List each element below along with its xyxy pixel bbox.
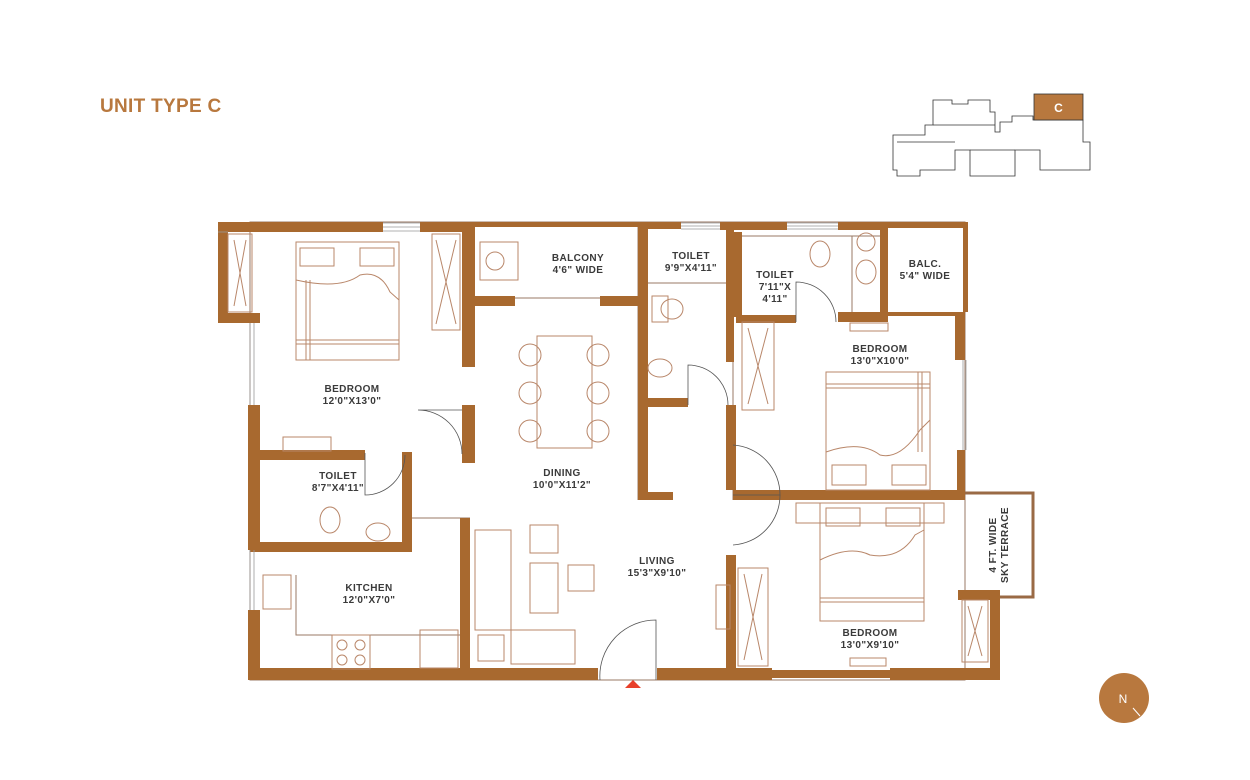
bedroom2-name: BEDROOM [852, 344, 907, 355]
key-plan-unit-label: C [1054, 101, 1063, 115]
toilet-right-size1: 7'11"X [759, 282, 791, 293]
bedroom3-name: BEDROOM [842, 628, 897, 639]
living-name: LIVING [639, 556, 675, 567]
sky-terrace-outline [965, 491, 1035, 599]
toilet-left-name: TOILET [319, 471, 357, 482]
compass-circle [1099, 673, 1149, 723]
bedroom1-size: 12'0"X13'0" [323, 396, 382, 407]
sky-terrace-label: 4 FT. WIDE SKY TERRACE [988, 507, 1011, 583]
doors [364, 281, 837, 681]
balcony2-name: BALC. [909, 259, 942, 270]
living-size: 15'3"X9'10" [628, 568, 687, 579]
sky-terrace-line1: 4 FT. WIDE [988, 517, 999, 572]
kitchen-size: 12'0"X7'0" [343, 595, 396, 606]
north-label: N [1119, 692, 1128, 706]
toilet-right-name: TOILET [756, 270, 794, 281]
toilet-left-size: 8'7"X4'11" [312, 483, 364, 494]
windows [218, 222, 967, 610]
dining-name: DINING [543, 468, 580, 479]
toilet-right-size2: 4'11" [762, 294, 787, 305]
unit-type-title: UNIT TYPE C [100, 96, 222, 117]
sky-terrace-line2: SKY TERRACE [1000, 507, 1011, 583]
room-labels: BEDROOM 12'0"X13'0" BALCONY 4'6" WIDE TO… [312, 251, 1011, 651]
furniture [227, 232, 989, 670]
balcony1-name: BALCONY [552, 253, 604, 264]
key-plan [892, 99, 1091, 177]
walls [218, 222, 1000, 680]
bedroom1-name: BEDROOM [324, 384, 379, 395]
key-plan-unit-c [1033, 93, 1084, 121]
kitchen-name: KITCHEN [345, 583, 392, 594]
balcony2-size: 5'4" WIDE [900, 271, 951, 282]
compass-needle [1132, 707, 1141, 717]
dining-size: 10'0"X11'2" [533, 480, 591, 491]
toilet-top-size: 9'9"X4'11" [665, 263, 717, 274]
bedroom2-size: 13'0"X10'0" [851, 356, 910, 367]
toilet-top-name: TOILET [672, 251, 710, 262]
balcony1-size: 4'6" WIDE [553, 265, 604, 276]
bedroom3-size: 13'0"X9'10" [841, 640, 900, 651]
entry-marker [625, 680, 641, 688]
compass: N [1099, 673, 1149, 723]
